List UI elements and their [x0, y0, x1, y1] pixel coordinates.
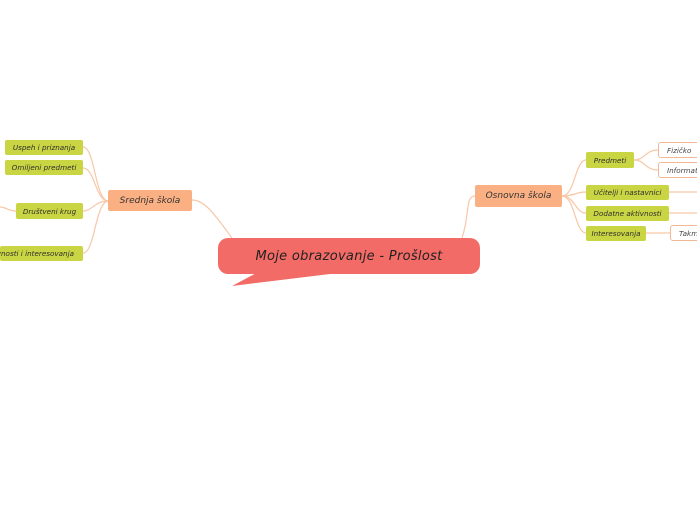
connector-drustveni-left [0, 206, 17, 212]
topic-srednja-skola[interactable]: Srednja škola [108, 190, 192, 211]
connector-central-osnovna [461, 195, 476, 239]
connector-srednja-omiljeni [82, 167, 109, 202]
subtopic-ucitelji-i-nastavnici[interactable]: Učitelji i nastavnici [586, 185, 669, 200]
connector-predmeti-informat [633, 159, 659, 171]
leaf-takmicenja[interactable]: Takm [670, 225, 697, 241]
connector-osnovna-interesovanja [561, 195, 587, 234]
subtopic-uspeh-i-priznanja[interactable]: Uspeh i priznanja [5, 140, 83, 155]
central-bubble-tail [232, 270, 330, 286]
leaf-fizicko[interactable]: Fizičko [658, 142, 697, 158]
connector-srednja-uspeh [82, 146, 109, 202]
connector-srednja-drustveni [82, 200, 109, 212]
subtopic-omiljeni-predmeti[interactable]: Omiljeni predmeti [5, 160, 83, 175]
central-topic[interactable]: Moje obrazovanje - Prošlost [218, 238, 480, 274]
topic-osnovna-skola[interactable]: Osnovna škola [475, 185, 562, 207]
connector-osnovna-predmeti [561, 159, 587, 197]
subtopic-aktivnosti-i-interesovanja[interactable]: Aktivnosti i interesovanja [0, 246, 83, 261]
connector-srednja-aktivnosti [82, 200, 109, 254]
subtopic-drustveni-krug[interactable]: Društveni krug [16, 203, 83, 219]
subtopic-dodatne-aktivnosti[interactable]: Dodatne aktivnosti [586, 206, 669, 221]
leaf-informatika[interactable]: Informat [658, 162, 697, 178]
subtopic-predmeti[interactable]: Predmeti [586, 152, 634, 168]
connector-osnovna-ucitelji [561, 191, 587, 197]
connector-predmeti-fizicko [633, 149, 659, 161]
subtopic-interesovanja[interactable]: Interesovanja [586, 226, 646, 241]
connector-central-srednja [191, 199, 233, 239]
